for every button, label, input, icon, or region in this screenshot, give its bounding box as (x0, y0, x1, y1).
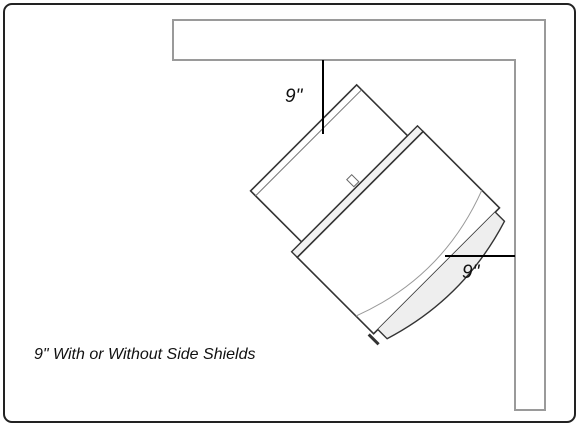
appliance-front-shield (377, 211, 506, 340)
corner-wall (172, 19, 546, 411)
top-clearance-label: 9" (285, 86, 303, 107)
diagram-caption: 9" With or Without Side Shields (34, 346, 256, 363)
side-clearance-label: 9" (462, 262, 480, 283)
appliance-unit (249, 83, 506, 346)
